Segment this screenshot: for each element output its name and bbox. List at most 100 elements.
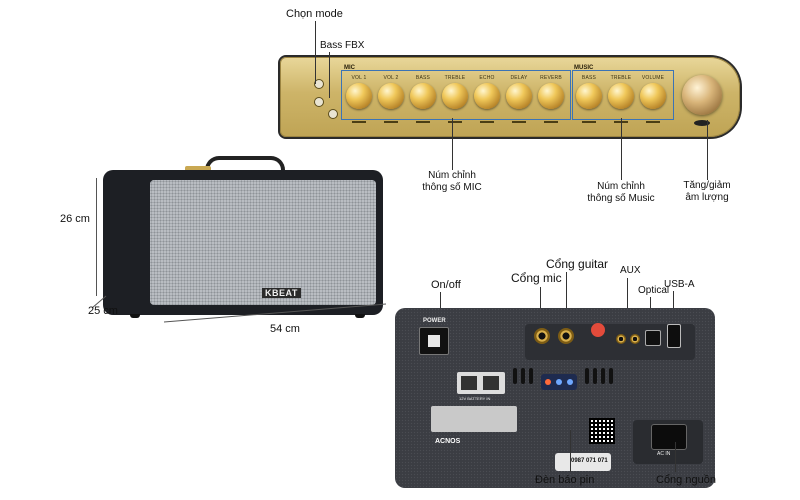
tick-mark (480, 121, 494, 123)
speaker-foot (355, 314, 365, 318)
label-den-bao-pin: Đèn báo pin (535, 474, 595, 486)
battery-led-panel (541, 374, 577, 390)
mic-port[interactable] (534, 328, 550, 344)
pointer-line-battery-led (570, 430, 571, 472)
label-num-music-1: Núm chỉnh (597, 181, 645, 192)
battery-button[interactable] (328, 109, 338, 119)
speaker-foot (130, 314, 140, 318)
tick-mark (352, 121, 366, 123)
label-aux: AUX (620, 265, 641, 276)
ac-power-socket[interactable] (651, 424, 687, 450)
power-label: POWER (423, 318, 446, 324)
speaker-grill (150, 180, 376, 305)
hotline-sticker: 0987 071 071 (555, 453, 611, 471)
knob-label-reverb: REVERB (540, 75, 562, 81)
usb-a-port[interactable] (667, 324, 681, 348)
qr-code (589, 418, 615, 444)
tick-mark (384, 121, 398, 123)
mode-button[interactable] (314, 79, 324, 89)
label-bass-fbx: Bass FBX (320, 40, 365, 51)
volume-indicator (694, 120, 710, 126)
vent-slot (513, 368, 517, 384)
back-panel: POWER 12V BATTERY IN ACNOS 0987 071 071 … (395, 308, 715, 488)
knob-mic-treble[interactable] (442, 83, 468, 109)
pointer-line-usb (673, 291, 674, 324)
pointer-line-volume (707, 120, 708, 180)
spec-sticker (431, 406, 517, 432)
knob-label-mic-bass: BASS (415, 75, 431, 81)
pointer-line-aux (627, 278, 628, 324)
knob-music-treble[interactable] (608, 83, 634, 109)
tick-mark (416, 121, 430, 123)
guitar-port[interactable] (558, 328, 574, 344)
pointer-line-mode (315, 21, 316, 84)
ac-in-label: AC IN (657, 451, 671, 457)
vent-slot (601, 368, 605, 384)
pointer-line-mic (452, 118, 453, 170)
knob-vol2[interactable] (378, 83, 404, 109)
control-panel: MIC MUSIC VOL 1 VOL 2 BASS TREBLE ECHO D… (280, 57, 740, 137)
vent-slot (609, 368, 613, 384)
input-plate (525, 324, 695, 360)
hotline-number: 0987 071 071 (571, 458, 608, 464)
battery-label: 12V BATTERY IN (459, 396, 491, 401)
speaker-logo: KBEAT (262, 288, 301, 298)
master-volume-knob[interactable] (682, 75, 722, 115)
power-switch[interactable] (419, 327, 449, 355)
knob-music-volume[interactable] (640, 83, 666, 109)
knob-vol1[interactable] (346, 83, 372, 109)
tick-mark (582, 121, 596, 123)
pointer-line-ac (675, 442, 676, 472)
label-dim-depth: 25 cm (88, 305, 118, 317)
battery-led (556, 379, 562, 385)
knob-reverb[interactable] (538, 83, 564, 109)
tick-mark (512, 121, 526, 123)
music-knob-group (572, 70, 674, 120)
label-num-mic-1: Núm chỉnh (428, 170, 476, 181)
knob-mic-bass[interactable] (410, 83, 436, 109)
knob-label-vol2: VOL 2 (383, 75, 399, 81)
knob-music-bass[interactable] (576, 83, 602, 109)
knob-label-mic-treble: TREBLE (444, 75, 466, 81)
knob-label-music-volume: VOLUME (641, 75, 665, 81)
knob-delay[interactable] (506, 83, 532, 109)
vent-slot (585, 368, 589, 384)
tick-mark (646, 121, 660, 123)
bass-fbx-button[interactable] (314, 97, 324, 107)
label-chon-mode: Chọn mode (286, 8, 343, 20)
battery-terminal-pin (483, 376, 499, 390)
knob-label-echo: ECHO (479, 75, 495, 81)
knob-echo[interactable] (474, 83, 500, 109)
battery-terminal[interactable] (457, 372, 505, 394)
label-num-mic-2: thông số MIC (422, 182, 482, 193)
knob-label-vol1: VOL 1 (351, 75, 367, 81)
aux-input-port[interactable] (630, 334, 640, 344)
battery-terminal-pin (461, 376, 477, 390)
mic-knob-group (341, 70, 571, 120)
label-cong-nguon: Cổng nguồn (656, 474, 716, 486)
label-usb-a: USB-A (664, 279, 695, 290)
label-volume-1: Tăng/giảm (683, 180, 731, 191)
label-dim-width: 54 cm (270, 323, 300, 335)
tick-mark (544, 121, 558, 123)
pointer-line-music (621, 118, 622, 180)
optical-port[interactable] (645, 330, 661, 346)
top-knobs-strip (185, 166, 211, 172)
pointer-line-bass (329, 52, 330, 98)
label-cong-guitar: Cổng guitar (546, 257, 609, 271)
label-cong-mic: Cổng mic (511, 271, 562, 285)
knob-label-music-treble: TREBLE (610, 75, 632, 81)
warning-sticker (591, 323, 605, 337)
dim-line-depth (91, 295, 107, 309)
pointer-line-power (440, 292, 441, 318)
vent-slot (521, 368, 525, 384)
vent-slot (593, 368, 597, 384)
label-dim-height: 26 cm (60, 213, 90, 225)
aux-output-port[interactable] (616, 334, 626, 344)
pointer-line-mic-port (540, 287, 541, 321)
pointer-line-guitar-port (566, 272, 567, 322)
knob-label-delay: DELAY (510, 75, 528, 81)
battery-led (567, 379, 573, 385)
music-group-tag: MUSIC (574, 65, 594, 71)
dim-line-width (163, 303, 387, 323)
